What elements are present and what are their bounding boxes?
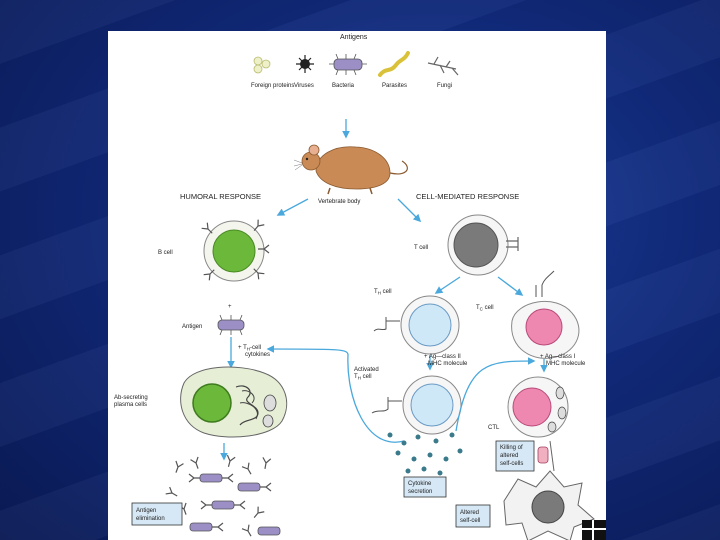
cytokine-dots <box>387 432 463 476</box>
antibody-antigen-complexes <box>165 454 281 539</box>
tc-cell <box>511 270 580 359</box>
arrow-to-tc <box>497 276 524 296</box>
immune-response-diagram: Antigens Foreign proteins Viruses Bacter… <box>114 34 595 540</box>
cytokine-secretion-box: Cytokine secretion <box>403 476 447 498</box>
ctl-cell <box>507 376 569 438</box>
parasite-icon <box>378 51 410 77</box>
th-cell <box>373 295 460 355</box>
svg-text:altered: altered <box>500 453 518 459</box>
svg-text:elimination: elimination <box>136 516 165 522</box>
antigens-title: Antigens <box>340 34 368 41</box>
activated-th-label: Activated TH cell <box>354 367 380 381</box>
fungus-icon <box>427 56 459 76</box>
label-parasites: Parasites <box>382 83 407 89</box>
plasma-cell <box>180 366 288 438</box>
diagram-panel: Antigens Foreign proteins Viruses Bacter… <box>108 31 606 540</box>
antigen-elimination-box: Antigen elimination <box>131 502 183 526</box>
svg-text:Altered: Altered <box>460 510 479 516</box>
th-cell-label: TH cell <box>374 289 392 296</box>
arrow-to-cell-mediated <box>397 198 422 223</box>
label-fungi: Fungi <box>437 83 452 89</box>
svg-text:self-cell: self-cell <box>460 518 480 524</box>
humoral-response-title: HUMORAL RESPONSE <box>180 192 261 201</box>
t-cell-label: T cell <box>414 245 428 251</box>
killing-box: Killing of altered self-cells <box>495 440 535 472</box>
th-cytokines-label: + TH-cell cytokines <box>238 345 270 358</box>
tc-cell-label: TC cell <box>476 305 494 312</box>
altered-self-cell-box: Altered self-cell <box>455 504 491 528</box>
bacterium-icon <box>329 53 367 76</box>
svg-text:self-cells: self-cells <box>500 461 523 467</box>
arrow-to-th <box>434 276 461 294</box>
activated-th-cell <box>371 375 462 435</box>
slide-corner-logo <box>582 520 606 540</box>
plus-sign: + <box>228 304 232 310</box>
svg-text:Killing of: Killing of <box>500 445 523 451</box>
mouse-icon <box>293 144 408 195</box>
class-i-label: + Ag—class I MHC molecule <box>540 354 586 367</box>
altered-self-cell <box>503 470 595 540</box>
cell-mediated-response-title: CELL-MEDIATED RESPONSE <box>416 192 519 201</box>
svg-text:Cytokine: Cytokine <box>408 481 432 487</box>
bacterium-icon <box>217 314 245 336</box>
arrow-cytokines-to-tc <box>455 357 536 432</box>
label-bacteria: Bacteria <box>332 83 355 89</box>
b-cell <box>203 220 265 282</box>
label-viruses: Viruses <box>294 83 314 89</box>
svg-text:Antigen: Antigen <box>136 508 156 514</box>
vertebrate-body-label: Vertebrate body <box>318 199 360 205</box>
plasma-cells-label: Ab-secreting plasma cells <box>114 395 149 408</box>
arrow-cytokines-to-b <box>266 345 405 443</box>
svg-text:secretion: secretion <box>408 489 432 495</box>
ctl-label: CTL <box>488 425 500 431</box>
class-ii-label: + Ag—class II MHC molecule <box>424 354 468 367</box>
virus-icon <box>296 55 314 73</box>
foreign-protein-icon <box>253 56 271 74</box>
label-foreign-proteins: Foreign proteins <box>251 83 294 89</box>
arrow-to-humoral <box>276 198 309 216</box>
b-cell-label: B cell <box>158 250 173 256</box>
ctl-contact <box>537 440 555 472</box>
t-cell <box>447 214 519 276</box>
antigen-label: Antigen <box>182 324 202 330</box>
